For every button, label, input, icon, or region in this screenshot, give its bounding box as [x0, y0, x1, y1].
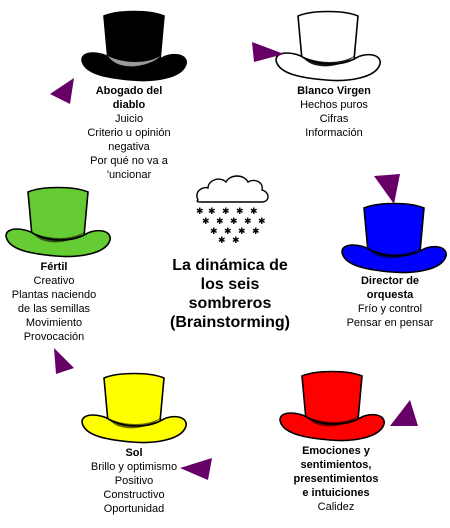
hat-title: Sol	[125, 447, 143, 459]
hat-line: Calidez	[317, 501, 355, 513]
arrow-pointer-icon	[390, 400, 418, 426]
hat-title: sentimientos,	[300, 459, 372, 471]
center-title-line: los seis	[200, 276, 260, 293]
hat-title: Abogado del	[95, 85, 163, 97]
black-hat-icon	[81, 10, 187, 82]
red-hat-icon	[279, 370, 385, 442]
hat-line: negativa	[108, 141, 150, 153]
svg-text:✱: ✱	[216, 217, 224, 227]
yellow-hat-icon	[81, 372, 187, 444]
svg-text:✱: ✱	[236, 207, 244, 217]
black-hat-label: Abogado del diablo Juicio Criterio u opi…	[76, 84, 182, 182]
svg-text:✱: ✱	[222, 207, 230, 217]
svg-text:✱: ✱	[218, 236, 226, 244]
hat-line: de las semillas	[17, 303, 91, 315]
hat-line: Creativo	[33, 275, 75, 287]
arrow-pointer-icon	[50, 78, 74, 104]
green-hat-icon	[5, 186, 111, 258]
hat-line: Frío y control	[357, 303, 423, 315]
hat-title: Blanco Virgen	[297, 85, 371, 97]
hat-line: Provocación	[23, 331, 85, 343]
center-title-line: sombreros	[188, 295, 272, 312]
svg-text:✱: ✱	[258, 217, 266, 227]
blue-hat-icon	[341, 202, 447, 274]
center-title-line: La dinámica de	[172, 257, 288, 274]
hat-line: Criterio u opinión	[87, 127, 171, 139]
center-title-line: (Brainstorming)	[170, 314, 290, 331]
yellow-hat-label: Sol Brillo y optimismo Positivo Construc…	[74, 446, 194, 516]
hat-line: Constructivo	[103, 489, 165, 501]
blue-hat-label: Director de orquesta Frío y control Pens…	[330, 274, 450, 330]
red-hat-label: Emociones y sentimientos, presentimiento…	[276, 444, 396, 514]
svg-text:✱: ✱	[224, 227, 232, 237]
hat-line: Movimiento	[25, 317, 83, 329]
arrow-pointer-icon	[252, 42, 284, 62]
hat-title: Emociones y	[302, 445, 370, 457]
hat-line: Juicio	[114, 113, 144, 125]
hat-title: presentimientos	[293, 473, 379, 485]
hat-title: e intuiciones	[302, 487, 370, 499]
hat-line: Oportunidad	[103, 503, 165, 515]
arrow-pointer-icon	[54, 348, 74, 374]
svg-text:✱: ✱	[238, 227, 246, 237]
white-hat-label: Blanco Virgen Hechos puros Cifras Inform…	[274, 84, 394, 140]
svg-text:✱: ✱	[208, 207, 216, 217]
svg-text:✱: ✱	[252, 227, 260, 237]
hat-title: Director de	[360, 275, 420, 287]
hat-title: Fértil	[40, 261, 68, 273]
svg-text:✱: ✱	[244, 217, 252, 227]
arrow-pointer-icon	[180, 458, 212, 480]
hat-line: Cifras	[319, 113, 349, 125]
svg-text:✱: ✱	[210, 227, 218, 237]
hat-line: Plantas naciendo	[11, 289, 97, 301]
white-hat-icon	[275, 10, 381, 82]
center-title: La dinámica de los seis sombreros (Brain…	[160, 256, 300, 332]
hat-line: Positivo	[114, 475, 154, 487]
svg-text:✱: ✱	[202, 217, 210, 227]
svg-text:✱: ✱	[250, 207, 258, 217]
hat-line: Por qué no va a	[90, 155, 168, 167]
arrow-pointer-icon	[374, 174, 400, 204]
hat-title: diablo	[112, 99, 146, 111]
hat-line: Información	[305, 127, 363, 139]
green-hat-label: Fértil Creativo Plantas naciendo de las …	[0, 260, 108, 344]
svg-text:✱: ✱	[196, 207, 204, 217]
svg-text:✱: ✱	[230, 217, 238, 227]
hat-line: Hechos puros	[300, 99, 368, 111]
svg-text:✱: ✱	[232, 236, 240, 244]
hat-title: orquesta	[366, 289, 414, 301]
hat-line: Brillo y optimismo	[90, 461, 178, 473]
hat-line: Pensar en pensar	[346, 317, 434, 329]
hat-line: 'uncionar	[106, 169, 152, 181]
snow-cloud-icon: ✱✱✱✱✱ ✱✱✱✱✱ ✱✱✱✱ ✱✱	[196, 175, 269, 244]
